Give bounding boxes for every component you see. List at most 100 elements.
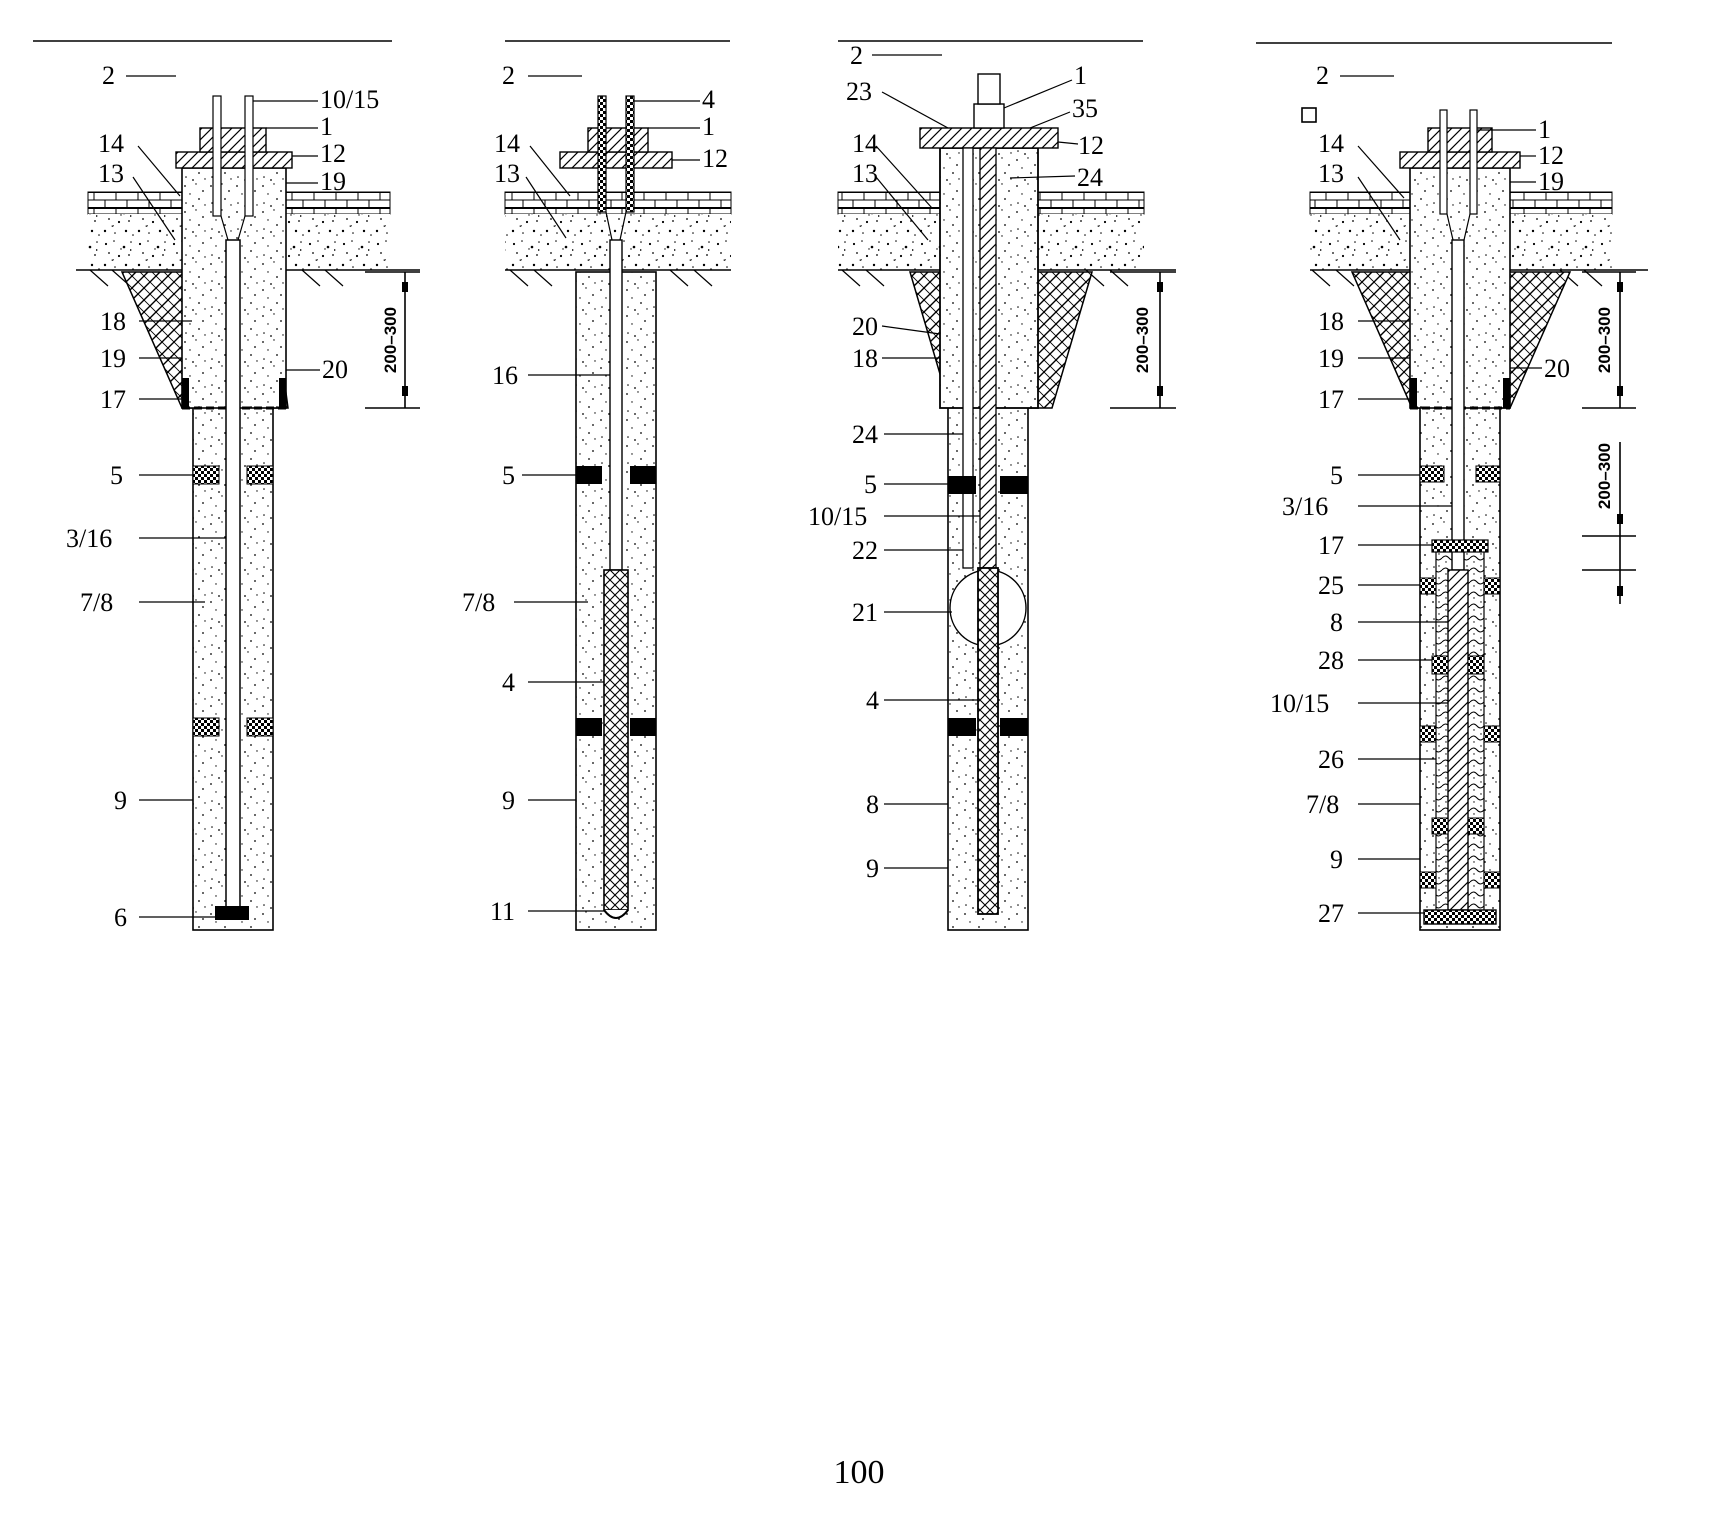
label-1: 1 [702, 112, 715, 141]
label-1: 1 [1074, 61, 1087, 90]
leaders-a [126, 75, 320, 918]
seal-upper-left [948, 476, 976, 494]
seal-upper-right [630, 466, 656, 484]
label-2: 2 [1316, 61, 1329, 90]
cap-plate [175, 151, 293, 169]
label-9: 9 [502, 786, 515, 815]
wellhead [1427, 127, 1493, 153]
label-7-8: 7/8 [462, 588, 495, 617]
anchor-section [977, 567, 999, 915]
label-12: 12 [320, 139, 346, 168]
diagram-b: 2 4 1 14 12 13 16 5 7/8 4 9 11 [462, 40, 732, 931]
label-9: 9 [1330, 845, 1343, 874]
label-26: 26 [1318, 745, 1344, 774]
spacer-mid-left [1419, 725, 1437, 743]
spacer-low-left [1431, 817, 1449, 835]
seal-upper-left [1419, 465, 1445, 483]
seal-upper-right [1475, 465, 1501, 483]
diagram-a: 200–300 2 10/15 1 14 12 13 19 18 [33, 40, 420, 932]
label-19-top: 19 [1538, 167, 1564, 196]
seal-lower-right [246, 717, 274, 737]
label-4-top: 4 [702, 85, 715, 114]
label-21: 21 [852, 598, 878, 627]
label-5: 5 [1330, 461, 1343, 490]
label-22: 22 [852, 536, 878, 565]
leaders-b [514, 75, 700, 912]
label-18: 18 [852, 344, 878, 373]
label-20: 20 [852, 312, 878, 341]
label-5: 5 [110, 461, 123, 490]
label-18: 18 [1318, 307, 1344, 336]
seal-lower-left [576, 718, 602, 736]
cap-plate [559, 151, 673, 169]
pipe-right [1469, 109, 1478, 215]
pipe-left [597, 95, 607, 213]
label-10-15: 10/15 [320, 85, 379, 114]
guide-tube [962, 147, 974, 569]
seal-17-lower [1431, 539, 1489, 553]
spacer-28-left [1431, 655, 1449, 675]
ground-hatch [841, 269, 1129, 287]
spacer-low-right [1467, 817, 1485, 835]
dimension-c: 200–300 [1110, 271, 1176, 409]
pipe-right [625, 95, 635, 213]
label-28: 28 [1318, 646, 1344, 675]
casing-seal-right [279, 378, 286, 408]
label-9: 9 [866, 854, 879, 883]
label-19: 19 [100, 344, 126, 373]
label-10-15: 10/15 [808, 502, 867, 531]
label-2: 2 [102, 61, 115, 90]
slotted-section [1447, 569, 1469, 911]
label-25: 25 [1318, 571, 1344, 600]
label-11: 11 [490, 897, 515, 926]
dimension-d: 200–300 200–300 [1582, 271, 1636, 604]
label-2: 2 [850, 41, 863, 70]
dimension-text-upper: 200–300 [1595, 307, 1614, 373]
label-3-16: 3/16 [1282, 492, 1328, 521]
label-14: 14 [852, 129, 878, 158]
seal-lower-left [192, 717, 220, 737]
label-9: 9 [114, 786, 127, 815]
anchor-rod [979, 147, 997, 569]
pipe-converge [220, 215, 246, 241]
label-13: 13 [494, 159, 520, 188]
pipe-converge [605, 211, 627, 241]
label-13: 13 [98, 159, 124, 188]
ground-hatch [89, 269, 344, 287]
ground-hatch [509, 269, 713, 287]
spacer-25-right [1483, 577, 1501, 595]
label-10-15: 10/15 [1270, 689, 1329, 718]
pipe-right [244, 95, 254, 217]
label-4: 4 [866, 686, 879, 715]
leaders-c [872, 54, 1079, 869]
label-12: 12 [702, 144, 728, 173]
center-tube [609, 239, 623, 571]
label-18: 18 [100, 307, 126, 336]
label-13: 13 [852, 159, 878, 188]
label-5: 5 [864, 470, 877, 499]
cap-plate [919, 127, 1059, 149]
pavement-layer [504, 191, 732, 215]
label-5: 5 [502, 461, 515, 490]
pipe-left [212, 95, 222, 217]
casing-seal-right [1503, 378, 1510, 408]
label-20: 20 [1544, 354, 1570, 383]
spacer-25-left [1419, 577, 1437, 595]
wellhead [199, 127, 267, 153]
label-19-top: 19 [320, 167, 346, 196]
dimension-text-lower: 200–300 [1595, 443, 1614, 509]
seal-lower-right [1000, 718, 1028, 736]
label-13: 13 [1318, 159, 1344, 188]
label-8: 8 [1330, 608, 1343, 637]
label-7-8: 7/8 [80, 588, 113, 617]
ground-hatch [1311, 269, 1603, 287]
label-17: 17 [100, 385, 126, 414]
label-3-16: 3/16 [66, 524, 112, 553]
center-tube [1451, 239, 1465, 571]
spacer-28-right [1467, 655, 1485, 675]
bottom-plug [215, 906, 249, 920]
seal-upper-left [192, 465, 220, 485]
dimension-a: 200–300 [365, 271, 420, 409]
label-17-lower: 17 [1318, 531, 1344, 560]
